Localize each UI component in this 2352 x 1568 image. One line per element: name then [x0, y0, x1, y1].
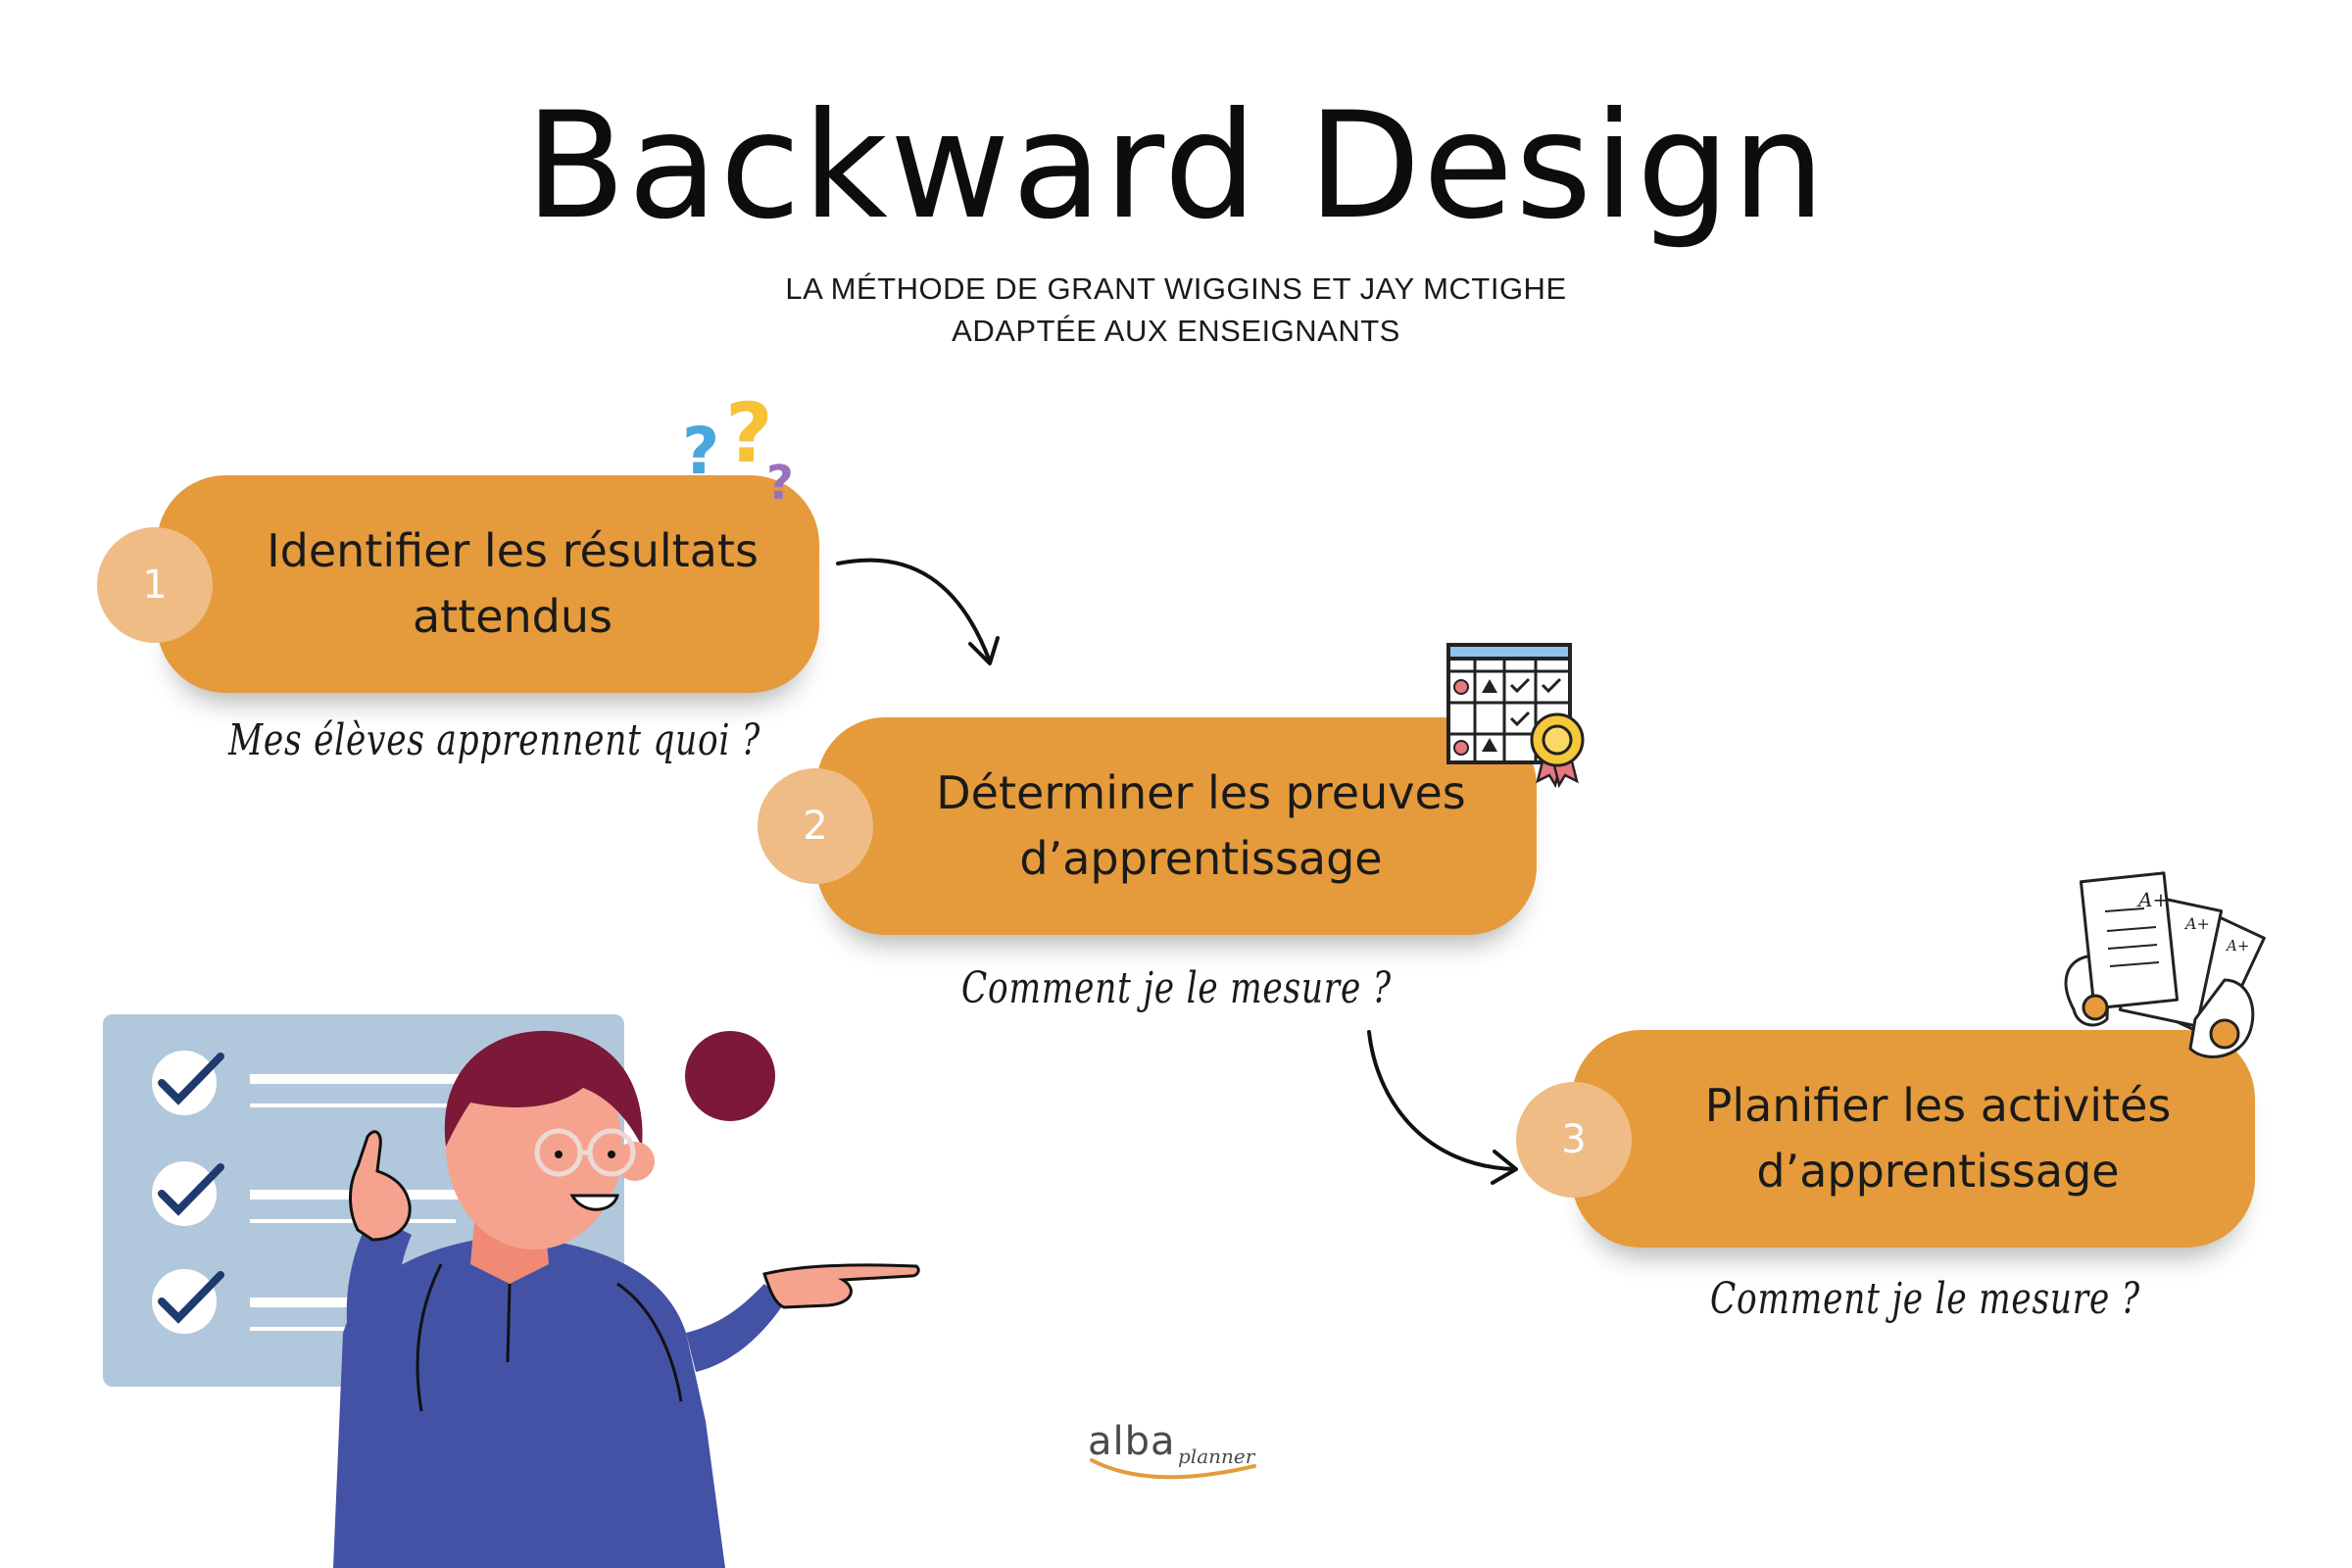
arrow-step1-to-step2 — [836, 558, 1000, 665]
step-3-question: Comment je le mesure ? — [1710, 1274, 2140, 1324]
subtitle-line-1: LA MÉTHODE DE GRANT WIGGINS ET JAY MCTIG… — [785, 271, 1567, 306]
step-2-box: Déterminer les preuves d’apprentissage — [816, 717, 1537, 935]
subtitle-line-2: ADAPTÉE AUX ENSEIGNANTS — [952, 314, 1400, 348]
svg-text:A+: A+ — [2225, 937, 2249, 955]
logo-sub-text: planner — [1178, 1445, 1255, 1468]
svg-text:?: ? — [766, 456, 794, 511]
svg-text:A+: A+ — [2136, 888, 2169, 911]
check-icon — [152, 1161, 224, 1226]
checklist-award-icon — [1446, 643, 1585, 789]
logo-swoosh — [1090, 1458, 1256, 1480]
teacher-illustration — [103, 1014, 920, 1568]
check-icon — [152, 1269, 224, 1334]
question-marks-icon: ? ? ? — [682, 385, 794, 511]
step-3-label: Planifier les activités d’apprentissage — [1704, 1079, 2172, 1198]
step-2-number: 2 — [758, 768, 873, 884]
svg-text:?: ? — [682, 414, 719, 489]
step-1-question: Mes élèves apprennent quoi ? — [228, 715, 761, 765]
step-1-number: 1 — [97, 527, 213, 643]
arrow-step2-to-step3 — [1367, 1030, 1518, 1185]
step-3-number: 3 — [1516, 1082, 1632, 1198]
step-2-question: Comment je le mesure ? — [961, 963, 1392, 1013]
svg-text:A+: A+ — [2183, 914, 2210, 933]
page-title: Backward Design — [524, 81, 1828, 252]
svg-text:?: ? — [725, 385, 773, 481]
step-1-label: Identifier les résultats attendus — [267, 524, 759, 643]
step-2-label: Déterminer les preuves d’apprentissage — [936, 766, 1466, 885]
check-icon — [152, 1051, 224, 1115]
step-1-box: Identifier les résultats attendus — [157, 475, 819, 693]
graded-papers-icon: A+ A+ A+ — [2064, 871, 2266, 1058]
step-3-box: Planifier les activités d’apprentissage — [1572, 1030, 2255, 1248]
alba-planner-logo: alba planner — [1088, 1419, 1264, 1488]
logo-main-text: alba — [1088, 1419, 1176, 1464]
